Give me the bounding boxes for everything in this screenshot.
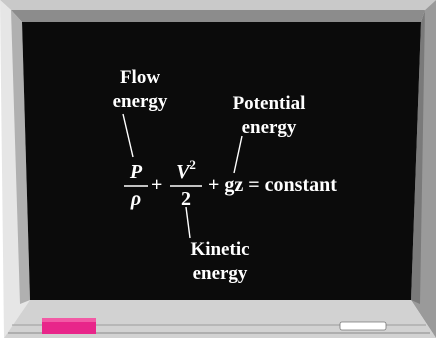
kinetic-energy-pointer bbox=[185, 206, 191, 239]
density-symbol: ρ bbox=[130, 188, 142, 210]
velocity-squared: V2 bbox=[168, 157, 204, 184]
potential-energy-line-2: energy bbox=[241, 117, 297, 138]
chalkboard-surface bbox=[22, 22, 421, 300]
frame-bottom-shelf bbox=[4, 300, 436, 338]
kinetic-energy-line-1: Kinetic bbox=[190, 239, 250, 260]
plus-operator: + bbox=[151, 174, 163, 196]
eraser-icon bbox=[42, 318, 96, 334]
potential-energy-line-1: Potential bbox=[232, 93, 306, 114]
equation-remainder: + gz = constant bbox=[208, 174, 337, 196]
chalk-icon bbox=[339, 321, 387, 331]
frame-top bbox=[0, 0, 436, 10]
flow-energy-label: Flow energy bbox=[100, 66, 180, 114]
velocity-symbol: V bbox=[176, 161, 190, 183]
flow-energy-line-1: Flow bbox=[119, 67, 161, 88]
flow-energy-line-2: energy bbox=[112, 91, 168, 112]
potential-energy-label: Potential energy bbox=[214, 92, 324, 140]
flow-energy-pointer bbox=[122, 113, 134, 158]
potential-energy-pointer bbox=[233, 135, 243, 174]
velocity-exponent: 2 bbox=[189, 157, 196, 172]
kinetic-energy-label: Kinetic energy bbox=[168, 238, 272, 286]
denominator-two: 2 bbox=[181, 188, 191, 210]
pressure-symbol: P bbox=[129, 161, 143, 183]
kinetic-energy-line-2: energy bbox=[192, 263, 248, 284]
